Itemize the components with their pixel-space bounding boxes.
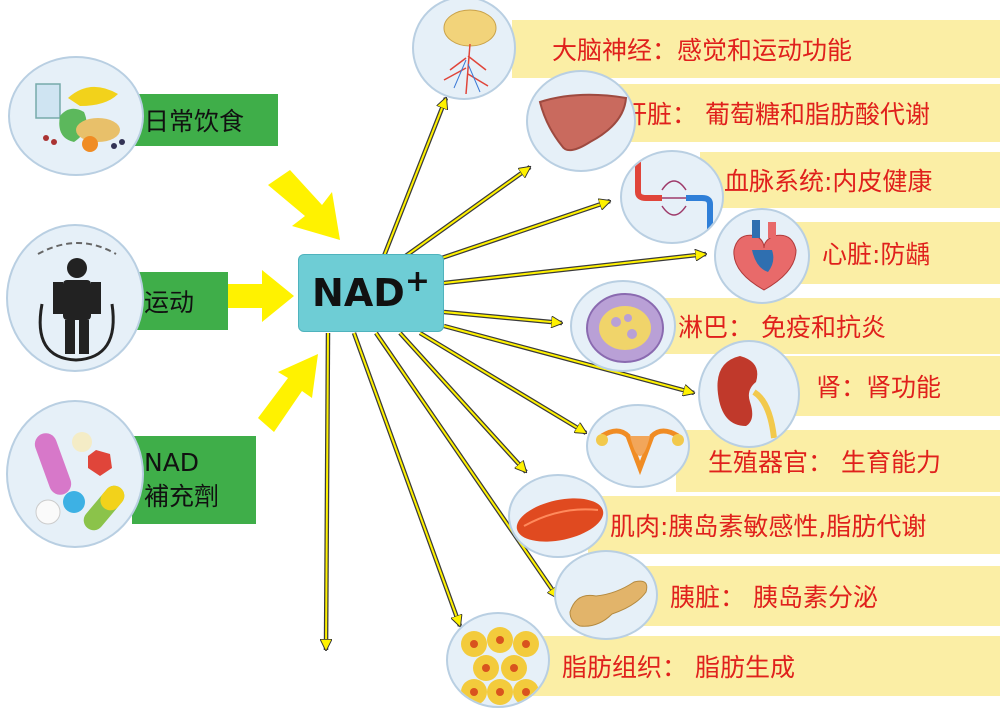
pills-icon [6, 400, 144, 548]
lymph-icon [570, 280, 676, 372]
target-box-liver: 肝脏： 葡萄糖和脂肪酸代谢 [600, 84, 1000, 142]
source-box-supplement: NAD 補充劑 [132, 436, 256, 524]
liver-icon [526, 70, 636, 172]
input-arrow-exercise [222, 270, 294, 322]
target-label-uterus: 生殖器官： 生育能力 [708, 448, 941, 477]
output-arrow-kidney [443, 325, 694, 393]
nad-center-box: NAD+ [298, 254, 444, 332]
source-label-food: 日常饮食 [144, 107, 245, 136]
kidney-icon [698, 340, 800, 448]
target-label-blood-vessel: 血脉系统:内皮健康 [724, 167, 933, 196]
target-box-kidney: 肾：肾功能 [784, 356, 1000, 416]
uterus-icon [586, 404, 690, 488]
target-label-fat: 脂肪组织： 脂肪生成 [562, 653, 795, 682]
target-label-brain: 大脑神经：感觉和运动功能 [552, 36, 853, 65]
target-label-liver: 肝脏： 葡萄糖和脂肪酸代谢 [622, 100, 930, 129]
output-arrow-liver [399, 167, 530, 261]
target-label-kidney: 肾：肾功能 [816, 373, 942, 402]
source-label-exercise: 运动 [144, 288, 195, 317]
pancreas-icon [554, 550, 658, 640]
target-box-brain: 大脑神经：感觉和运动功能 [512, 20, 1000, 78]
target-box-lymph: 淋巴： 免疫和抗炎 [654, 298, 1000, 354]
output-arrow-pancreas [375, 332, 558, 598]
target-box-blood-vessel: 血脉系统:内皮健康 [700, 152, 1000, 208]
blood-vessel-icon [620, 150, 724, 244]
output-arrow-lymph [443, 311, 562, 323]
output-arrow-fat [353, 332, 460, 626]
target-box-fat: 脂肪组织： 脂肪生成 [528, 636, 1000, 696]
output-arrow-down [326, 332, 328, 650]
target-box-pancreas: 胰脏： 胰岛素分泌 [636, 566, 1000, 626]
target-box-muscle: 肌肉:胰岛素敏感性,脂肪代谢 [588, 496, 1000, 554]
jump-rope-icon [6, 224, 144, 372]
target-label-lymph: 淋巴： 免疫和抗炎 [678, 313, 886, 342]
output-arrow-blood-vessel [423, 201, 610, 265]
fat-tissue-icon [446, 612, 550, 708]
source-label-supplement: NAD 補充劑 [144, 448, 220, 511]
nad-superscript: + [404, 263, 430, 299]
input-arrow-food [268, 170, 340, 240]
target-label-pancreas: 胰脏： 胰岛素分泌 [670, 583, 878, 612]
output-arrow-uterus [419, 332, 586, 433]
output-arrow-heart [443, 254, 706, 284]
muscle-icon [508, 474, 608, 558]
nad-label: NAD [312, 271, 405, 315]
output-arrow-muscle [399, 332, 526, 472]
input-arrow-supplement [258, 354, 318, 432]
source-box-food: 日常饮食 [132, 94, 278, 146]
target-label-muscle: 肌肉:胰岛素敏感性,脂肪代谢 [610, 512, 927, 541]
brain-icon [412, 0, 516, 100]
output-arrow-brain [383, 98, 446, 257]
target-box-heart: 心脏:防龋 [792, 222, 1000, 284]
target-label-heart: 心脏:防龋 [822, 240, 931, 269]
source-box-exercise: 运动 [132, 272, 228, 330]
food-icon [8, 56, 144, 176]
heart-icon [714, 208, 810, 304]
